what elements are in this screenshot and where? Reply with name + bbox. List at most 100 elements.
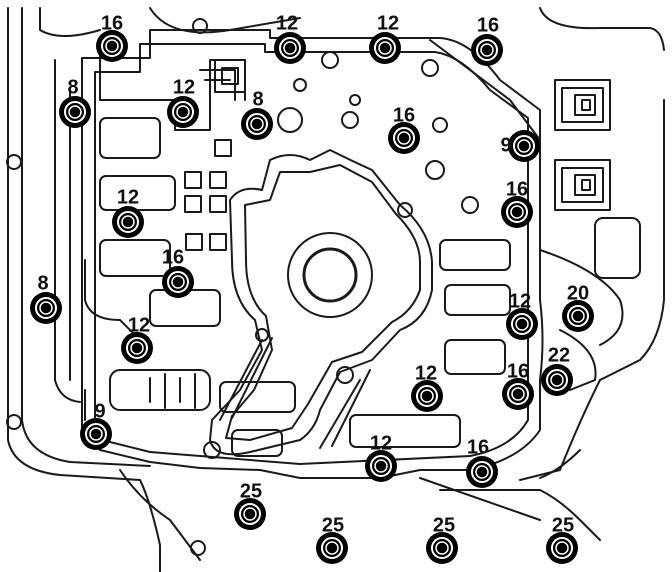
bolt-7 xyxy=(241,108,273,140)
housing-outline-left xyxy=(7,7,161,572)
bolt-head-12 xyxy=(162,266,194,298)
bolt-head-20 xyxy=(80,418,112,450)
housing-lug-left xyxy=(6,154,22,170)
hole-7 xyxy=(425,160,445,180)
bolt-length-label-9: 9 xyxy=(500,134,511,156)
bolt-washer-22 xyxy=(471,461,493,483)
hole-13 xyxy=(255,328,269,342)
bolt-washer-5 xyxy=(64,101,86,123)
bolt-length-label-19: 16 xyxy=(507,360,529,382)
bolt-head-16 xyxy=(121,332,153,364)
bolt-washer-19 xyxy=(507,383,529,405)
valve-bore-7 xyxy=(231,429,283,457)
bolt-16 xyxy=(121,332,153,364)
hole-12 xyxy=(203,441,221,459)
bolt-1 xyxy=(96,30,128,62)
valve-bore-1 xyxy=(99,117,161,159)
bolt-head-15 xyxy=(506,308,538,340)
right-connector-2 xyxy=(574,174,596,196)
bolt-length-label-24: 25 xyxy=(322,514,344,536)
bolt-washer-21 xyxy=(370,455,392,477)
bolt-washer-24 xyxy=(321,537,343,559)
bolt-length-label-16: 12 xyxy=(128,314,150,336)
valve-bore-r2 xyxy=(444,284,511,316)
bolt-thread-7 xyxy=(250,117,264,131)
bolt-23 xyxy=(234,498,266,530)
bolt-thread-18 xyxy=(420,389,434,403)
gasket-outline-inner xyxy=(225,164,421,441)
bolt-washer-7 xyxy=(246,113,268,135)
hole-11 xyxy=(336,366,354,384)
bolt-length-label-12: 16 xyxy=(162,246,184,268)
hole-1 xyxy=(321,51,339,69)
bolt-thread-3 xyxy=(378,41,392,55)
valve-spool-1 xyxy=(149,373,196,409)
bolt-length-label-3: 12 xyxy=(377,12,399,34)
bolt-head-26 xyxy=(546,532,578,564)
left-pipe xyxy=(84,259,141,421)
bolt-washer-26 xyxy=(551,537,573,559)
bolt-head-6 xyxy=(167,96,199,128)
housing-lug-left-2 xyxy=(6,414,22,430)
bolt-washer-25 xyxy=(431,537,453,559)
bolt-10 xyxy=(112,206,144,238)
bolt-3 xyxy=(369,32,401,64)
right-solenoid xyxy=(594,217,641,279)
bolt-length-label-21: 12 xyxy=(370,432,392,454)
hole-10 xyxy=(277,107,303,133)
bolt-24 xyxy=(316,532,348,564)
valve-bore-5 xyxy=(109,369,211,411)
bolt-layer xyxy=(30,30,594,564)
bolt-washer-10 xyxy=(117,211,139,233)
bolt-thread-4 xyxy=(480,43,494,57)
bolt-washer-1 xyxy=(101,35,123,57)
bolt-length-label-17: 22 xyxy=(548,344,570,366)
hole-2 xyxy=(421,59,439,77)
bolt-thread-21 xyxy=(374,459,388,473)
right-lever xyxy=(539,249,624,391)
bolt-head-9 xyxy=(508,130,540,162)
accumulator-inner xyxy=(302,247,358,303)
bolt-length-label-25: 25 xyxy=(433,514,455,536)
gasket-outline xyxy=(209,149,433,456)
divider-line-bottom xyxy=(419,477,541,521)
bolt-length-label-18: 12 xyxy=(415,362,437,384)
right-bracket xyxy=(554,79,611,131)
bolt-washer-2 xyxy=(279,37,301,59)
accumulator-outer xyxy=(287,232,373,318)
bolt-length-label-1: 16 xyxy=(101,12,123,34)
bolt-thread-13 xyxy=(39,301,53,315)
bolt-washer-20 xyxy=(85,423,107,445)
bolt-length-label-26: 25 xyxy=(552,514,574,536)
bolt-thread-22 xyxy=(475,465,489,479)
solenoid-top-connector xyxy=(214,59,246,93)
bolt-washer-8 xyxy=(393,127,415,149)
left-rod xyxy=(54,59,81,403)
housing-lug-top xyxy=(192,18,208,34)
bolt-head-7 xyxy=(241,108,273,140)
bolt-head-17 xyxy=(541,364,573,396)
hole-8 xyxy=(461,196,479,214)
bolt-17 xyxy=(541,364,573,396)
bolt-20 xyxy=(80,418,112,450)
hole-3 xyxy=(293,78,307,92)
bolt-length-label-13: 8 xyxy=(37,272,48,294)
bolt-washer-13 xyxy=(35,297,57,319)
bolt-head-13 xyxy=(30,292,62,324)
bolt-length-label-14: 20 xyxy=(567,282,589,304)
bolt-washer-18 xyxy=(416,385,438,407)
bolt-head-5 xyxy=(59,96,91,128)
bolt-thread-5 xyxy=(68,105,82,119)
bolt-length-label-22: 16 xyxy=(467,436,489,458)
valve-body-outline xyxy=(6,7,665,572)
valve-body-plate xyxy=(81,29,544,479)
bolt-head-3 xyxy=(369,32,401,64)
bolt-washer-6 xyxy=(172,101,194,123)
bolt-14 xyxy=(562,300,594,332)
valve-bore-r3 xyxy=(444,339,506,375)
bolt-washer-23 xyxy=(239,503,261,525)
bolt-13 xyxy=(30,292,62,324)
bolt-head-11 xyxy=(501,196,533,228)
bolt-washer-4 xyxy=(476,39,498,61)
